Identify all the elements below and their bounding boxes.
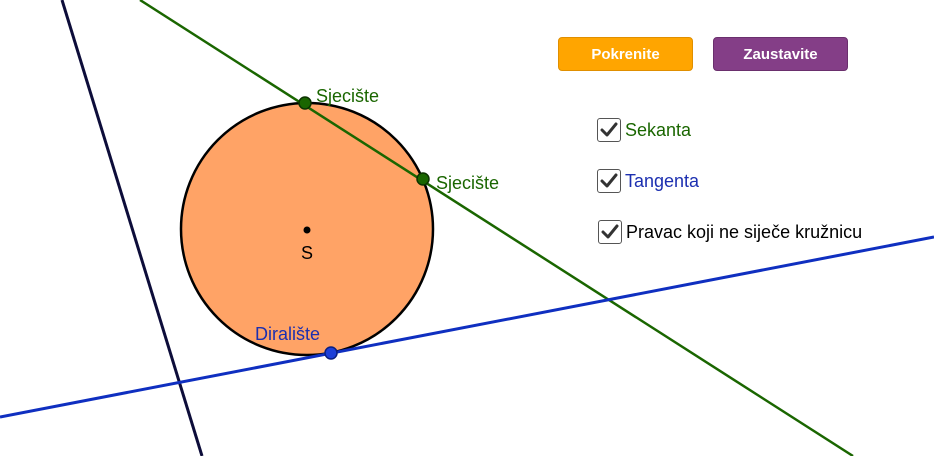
checkbox-label: Pravac koji ne siječe kružnicu xyxy=(626,221,863,242)
checkbox-tangent[interactable]: Tangenta xyxy=(597,169,699,193)
checkbox-label: Tangenta xyxy=(625,170,700,191)
checkmark-icon xyxy=(600,173,618,188)
tangent-point[interactable] xyxy=(324,346,338,360)
stop-button[interactable]: Zaustavite xyxy=(713,37,848,71)
intersection-label-2: Sjecište xyxy=(436,173,500,193)
intersection-label-1: Sjecište xyxy=(316,86,380,106)
checkbox-box[interactable] xyxy=(598,220,622,244)
secant-line[interactable] xyxy=(139,0,854,456)
start-button[interactable]: Pokrenite xyxy=(558,37,693,71)
checkmark-icon xyxy=(600,122,618,137)
checkbox-secant[interactable]: Sekanta xyxy=(597,118,691,142)
checkbox-box[interactable] xyxy=(597,118,621,142)
intersection-point-2[interactable] xyxy=(416,172,430,186)
checkmark-icon xyxy=(601,224,619,239)
tangent-point-label: Diralište xyxy=(255,324,321,344)
center-label: S xyxy=(301,243,314,263)
non-intersecting-line[interactable] xyxy=(60,0,204,456)
checkbox-box[interactable] xyxy=(597,169,621,193)
center-point[interactable] xyxy=(303,226,311,234)
tangent-line[interactable] xyxy=(0,235,934,419)
checkbox-label: Sekanta xyxy=(625,119,692,140)
intersection-point-1[interactable] xyxy=(298,96,312,110)
checkbox-non-intersecting[interactable]: Pravac koji ne siječe kružnicu xyxy=(598,220,862,244)
